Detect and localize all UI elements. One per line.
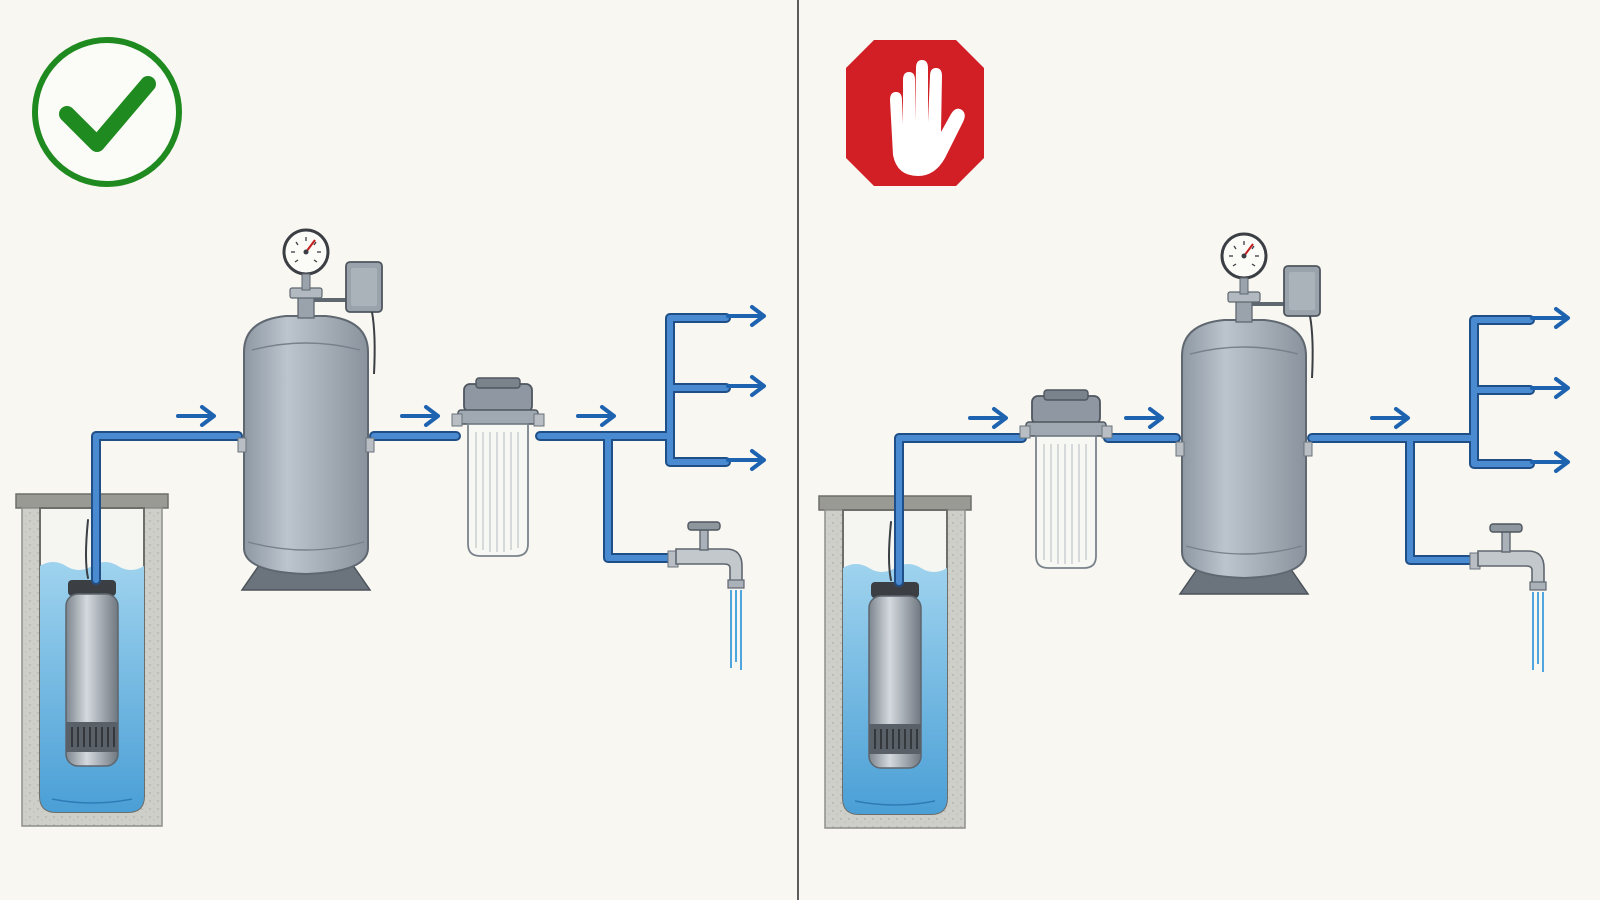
- sediment-filter-icon: [451, 377, 545, 557]
- flow-arrow-icon: [726, 449, 766, 471]
- panel-correct: [15, 37, 766, 827]
- submersible-pump-icon: [65, 579, 119, 767]
- sediment-filter-icon: [1019, 389, 1113, 569]
- pipe-network: [85, 313, 731, 585]
- flow-arrow-icon: [1370, 407, 1410, 429]
- faucet-icon: [1469, 523, 1547, 673]
- submersible-pump-icon: [868, 581, 922, 769]
- panel-incorrect: [818, 40, 1570, 829]
- pressure-tank-icon: [236, 228, 384, 592]
- flow-arrow-icon: [1530, 451, 1570, 473]
- flow-arrow-icon: [726, 305, 766, 327]
- faucet-icon: [667, 521, 745, 671]
- flow-arrow-icon: [176, 405, 216, 427]
- stop-hand-icon: [846, 40, 984, 186]
- flow-arrow-icon: [726, 375, 766, 397]
- flow-arrow-icon: [576, 405, 616, 427]
- pressure-tank-icon: [1174, 232, 1322, 596]
- flow-arrow-icon: [1124, 407, 1164, 429]
- flow-arrow-icon: [1530, 307, 1570, 329]
- flow-arrow-icon: [1530, 377, 1570, 399]
- check-circle-icon: [32, 37, 182, 187]
- pipe-network: [888, 315, 1535, 587]
- flow-arrow-icon: [968, 407, 1008, 429]
- flow-arrow-icon: [400, 405, 440, 427]
